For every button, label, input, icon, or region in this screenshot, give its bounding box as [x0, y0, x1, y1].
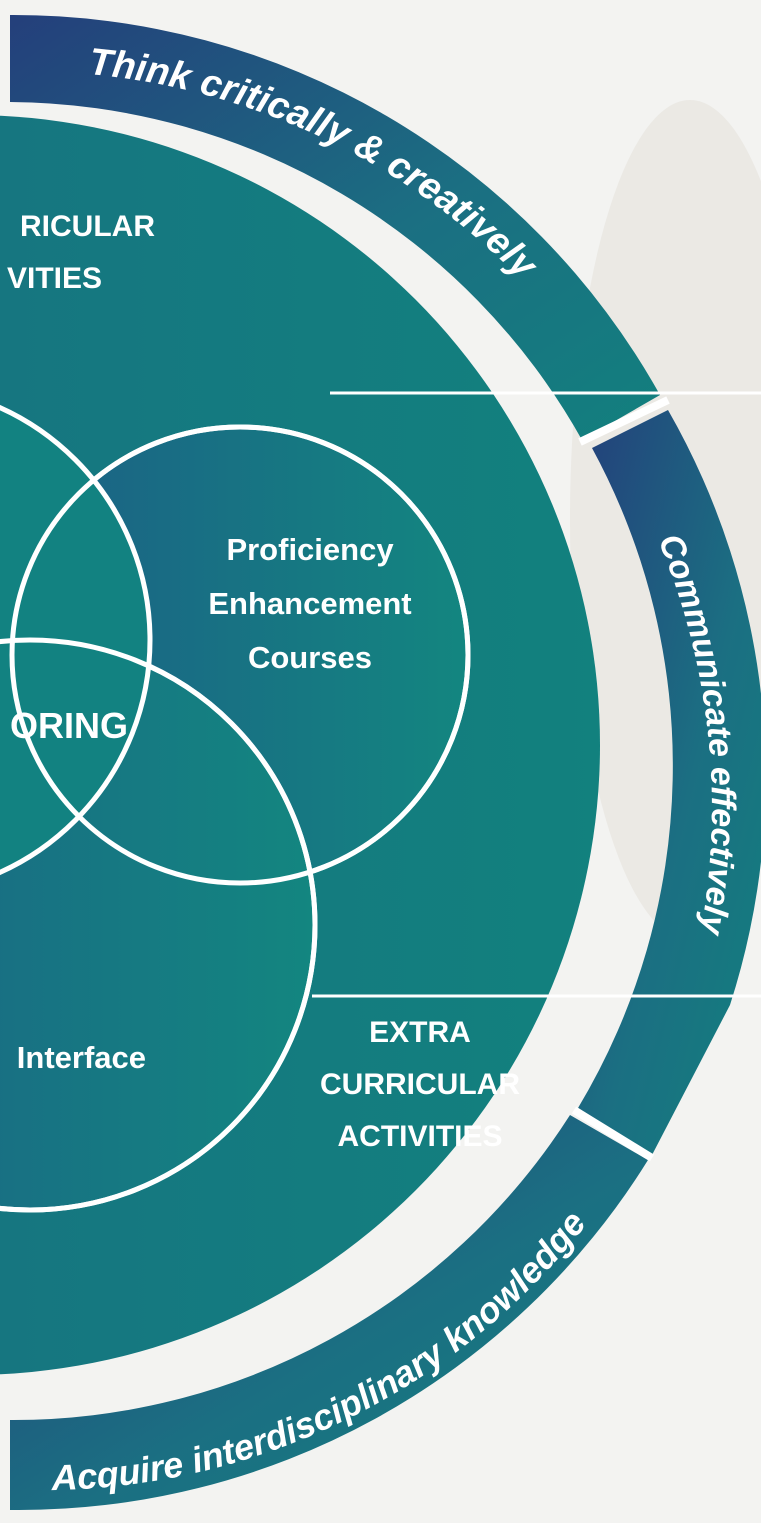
label-extra-line1: EXTRA — [369, 1016, 471, 1049]
separator-top-right — [578, 396, 670, 446]
separator-right-bottom — [571, 1106, 655, 1162]
outer-ring-segment-top — [10, 14, 660, 440]
outer-ring — [10, 14, 761, 1511]
outer-ring-segment-right — [578, 410, 761, 1155]
label-cocurricular-line1: RICULAR — [20, 210, 155, 243]
circle-lower-outline — [0, 637, 318, 1213]
label-extra-line2: CURRICULAR — [320, 1068, 520, 1101]
label-extra-line3: ACTIVITIES — [337, 1120, 502, 1153]
label-cocurricular-line2: VITIES — [7, 262, 102, 295]
label-proficiency-line2: Enhancement — [208, 586, 411, 621]
label-proficiency-line1: Proficiency — [226, 532, 394, 567]
label-proficiency-line3: Courses — [248, 640, 372, 675]
circle-upper-right-outline — [9, 424, 471, 886]
outer-ring-segment-bottom — [10, 1115, 648, 1511]
label-interface: Interface — [17, 1040, 146, 1075]
label-mentoring: ORING — [10, 705, 128, 746]
